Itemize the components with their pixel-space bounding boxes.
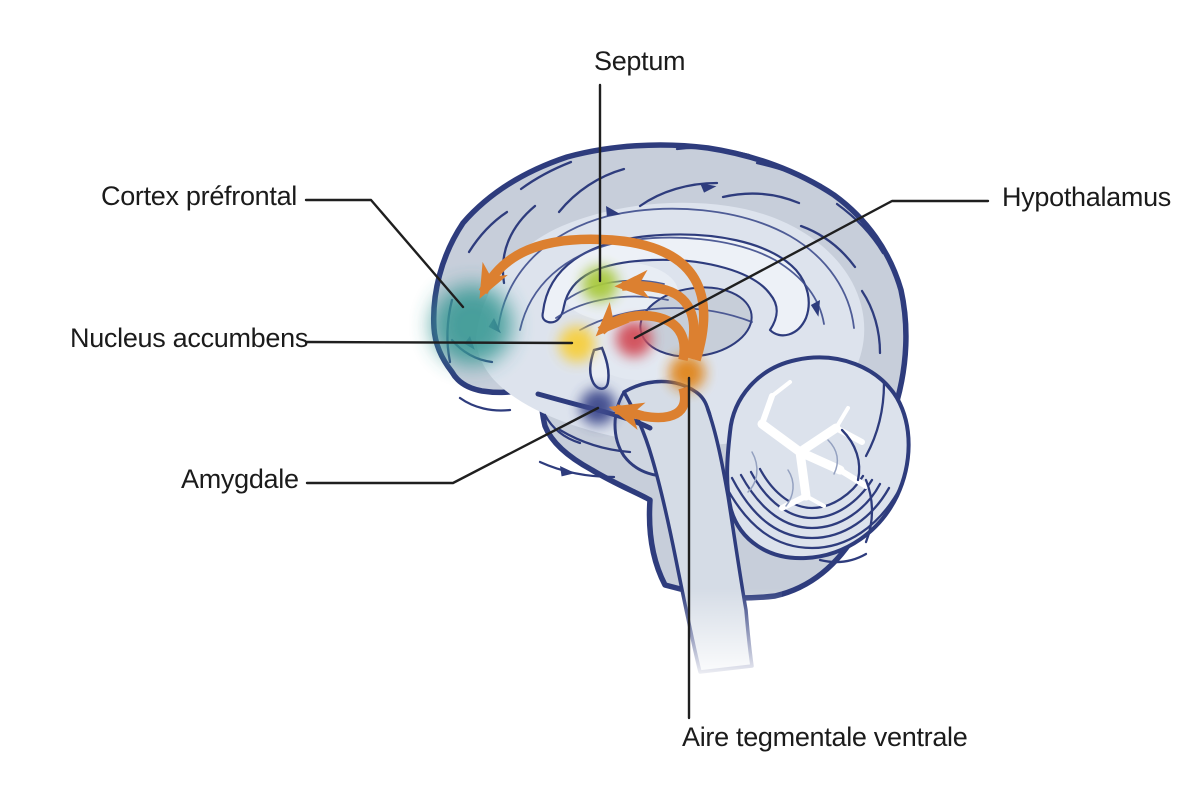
cerebellum-folia xyxy=(739,473,882,530)
arbor-vitae xyxy=(837,467,869,489)
arrow-vta-to-cortex-prefrontal xyxy=(478,234,709,362)
label-nucleus-accumbens: Nucleus accumbens xyxy=(70,323,309,353)
arrow-vta-to-amygdale xyxy=(608,386,690,431)
label-septum: Septum xyxy=(594,46,686,76)
region-dots xyxy=(432,266,705,425)
cerebellum-folia xyxy=(730,476,891,540)
cortex-prefrontal-dot xyxy=(432,285,512,365)
cerebellum-folia xyxy=(721,479,900,550)
arbor-vitae xyxy=(833,425,865,445)
label-hypothalamus: Hypothalamus xyxy=(1002,182,1171,212)
hypothalamus-dot xyxy=(616,321,652,357)
leader-nucleus-accumbens xyxy=(305,340,574,345)
arbor-vitae xyxy=(834,406,850,430)
pituitary-stalk xyxy=(589,346,610,390)
nucleus-accumbens-dot xyxy=(559,326,595,362)
pathway-arrows xyxy=(478,234,709,431)
cerebellum-folia xyxy=(749,470,874,520)
spinal-cord-fade xyxy=(618,560,782,796)
corpus-callosum xyxy=(541,233,810,337)
leader-cortex-prefrontal xyxy=(304,198,465,309)
leader-lines xyxy=(304,83,990,720)
arbor-vitae xyxy=(770,380,792,398)
aire-tegmentale-ventrale-dot xyxy=(669,355,705,391)
arbor-vitae xyxy=(795,423,841,457)
cerebellum-folia xyxy=(758,467,865,510)
arbor-vitae xyxy=(795,447,811,501)
arbor-vitae xyxy=(804,494,826,508)
label-amygdale: Amygdale xyxy=(181,464,299,494)
septum-dot xyxy=(582,266,618,302)
arbor-vitae xyxy=(759,393,775,427)
arrow-vta-to-nucleus-accumbens xyxy=(595,302,689,361)
arbor-vitae xyxy=(795,447,845,475)
arrow-vta-to-septum xyxy=(614,269,699,360)
brain-illustration xyxy=(430,142,911,796)
label-aire-tegmentale-ventrale: Aire tegmentale ventrale xyxy=(682,722,968,752)
cingulate-sulcus xyxy=(497,207,855,331)
cerebellum-vein xyxy=(827,439,839,475)
leader-amygdale xyxy=(305,406,600,485)
cerebellum xyxy=(721,355,911,561)
cerebellum-vein xyxy=(747,451,758,493)
label-cortex-prefrontal: Cortex préfrontal xyxy=(101,181,297,211)
cerebellum-vein xyxy=(785,469,794,507)
leader-hypothalamus xyxy=(633,199,990,340)
callosal-sulcus xyxy=(519,236,825,331)
arbor-vitae xyxy=(757,419,805,457)
